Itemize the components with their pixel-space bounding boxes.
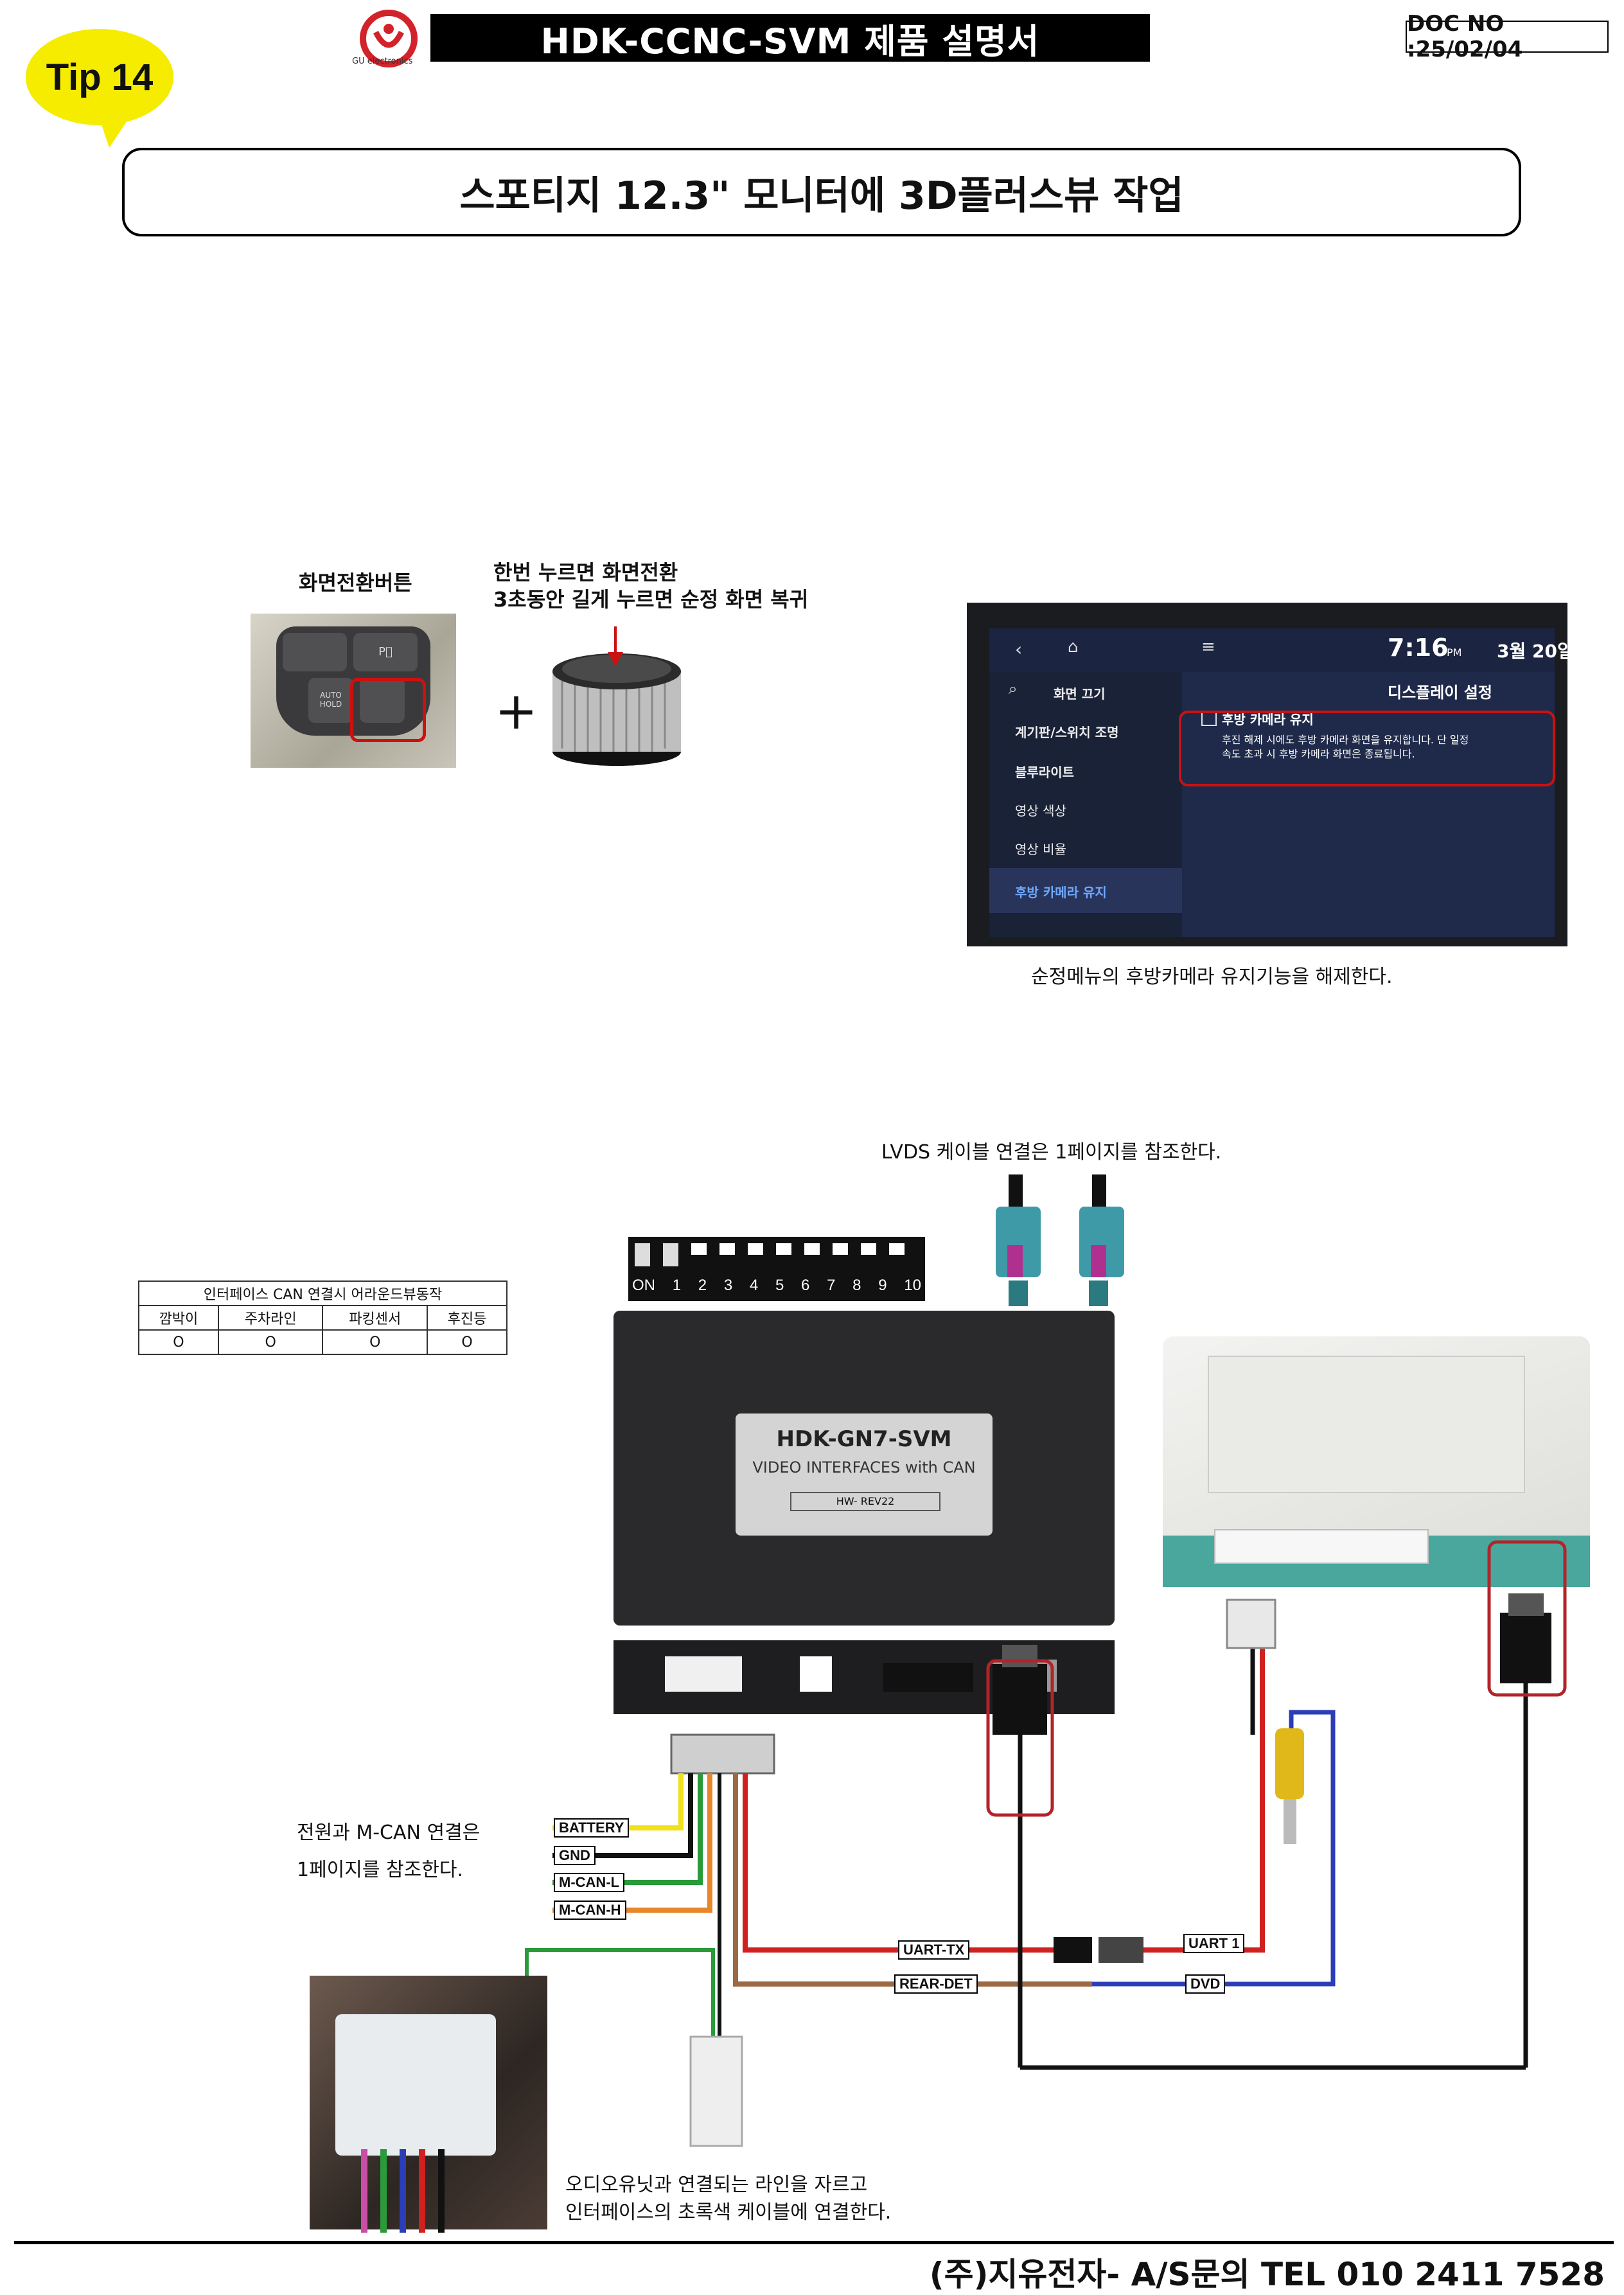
wire-label-uart-tx: UART-TX [898, 1940, 970, 1960]
power-caption-2: 1페이지를 참조한다. [297, 1859, 463, 1881]
wire-label-dvd: DVD [1185, 1974, 1226, 1994]
display-settings-photo: ‹ ⌂ ≡ 7:16 PM 3월 20일 ⌕ 화면 끄기 계기판/스위치 조명 … [967, 603, 1574, 946]
menu-item[interactable]: 영상 색상 [1015, 803, 1066, 819]
control-knob-icon [552, 626, 681, 766]
footer-divider [14, 2241, 1614, 2244]
tip-label: Tip 14 [46, 56, 154, 98]
menu-item-label: 후방 카메라 유지 [1015, 885, 1107, 900]
can-table-cell: O [138, 1329, 219, 1355]
menu-icon: ≡ [1201, 637, 1215, 657]
can-port [883, 1663, 973, 1692]
wire-label-gnd: GND [554, 1846, 596, 1865]
option-highlight-box [1179, 711, 1555, 786]
menu-item[interactable]: 영상 비율 [1015, 842, 1066, 857]
power-caption-1: 전원과 M-CAN 연결은 [297, 1821, 481, 1844]
status-bar: ‹ ⌂ ≡ 7:16 PM 3월 20일 [989, 628, 1574, 672]
audio-caption-2: 인터페이스의 초록색 케이블에 연결한다. [565, 2201, 892, 2224]
panel-title: 디스플레이 설정 [1388, 684, 1492, 702]
back-icon: ‹ [1015, 639, 1023, 660]
parking-key: P⃝ [353, 633, 418, 671]
lvds-caption: LVDS 케이블 연결은 1페이지를 참조한다. [881, 1141, 1222, 1164]
option-title: 후방 카메라 유지 [1222, 712, 1314, 727]
interface-rev: HW- REV22 [790, 1492, 940, 1511]
home-icon: ⌂ [1068, 637, 1079, 657]
can-table-header: 파킹센서 [322, 1305, 428, 1331]
search-icon: ⌕ [1009, 680, 1018, 698]
interface-model: HDK-GN7-SVM [776, 1426, 952, 1452]
svm-module [1163, 1336, 1590, 1587]
switch-label: 화면전환버튼 [299, 571, 412, 595]
switch-highlight-box [350, 678, 426, 742]
wire-label-mcanh: M-CAN-H [554, 1901, 626, 1920]
view-switch-key [360, 678, 405, 723]
can-table-cell: O [322, 1329, 428, 1355]
aux-port [800, 1656, 832, 1692]
tip-badge: Tip 14 [26, 29, 173, 125]
option-desc-1: 후진 해제 시에도 후방 카메라 화면을 유지합니다. 단 일정 [1222, 734, 1469, 746]
audio-connector-body [335, 2014, 496, 2156]
settings-sidebar: ⌕ 화면 끄기 계기판/스위치 조명 블루라이트 영상 색상 영상 비율 후방 … [989, 672, 1182, 937]
logo-text: GU electronics [352, 57, 413, 66]
can-table-cell: O [217, 1329, 324, 1355]
date: 3월 20일 [1497, 641, 1574, 662]
menu-item-selected[interactable]: 후방 카메라 유지 [989, 868, 1182, 913]
plus-sign: + [495, 681, 538, 741]
wire-label-uart1: UART 1 [1183, 1934, 1245, 1953]
knob-caption-1: 한번 누르면 화면전환 [493, 560, 678, 585]
footer-contact: (주)지유전자- A/S문의 TEL 010 2411 7528 [929, 2256, 1605, 2293]
display-caption: 순정메뉴의 후방카메라 유지기능을 해제한다. [1031, 966, 1393, 988]
auto-hold-key: AUTO HOLD [308, 678, 353, 723]
lvds-connector-icon [996, 1174, 1124, 1306]
clock-ampm: PM [1447, 646, 1462, 659]
menu-item[interactable]: 계기판/스위치 조명 [1015, 725, 1119, 740]
can-table-title: 인터페이스 CAN 연결시 어라운드뷰동작 [138, 1280, 508, 1306]
interface-label: HDK-GN7-SVM VIDEO INTERFACES with CAN HW… [736, 1413, 993, 1536]
can-table-cell: O [427, 1329, 508, 1355]
svm-connector [1214, 1529, 1429, 1564]
option-desc-2: 속도 초과 시 후방 카메라 화면은 종료됩니다. [1222, 748, 1415, 760]
audio-connector-photo [310, 1976, 547, 2233]
wire-label-mcanl: M-CAN-L [554, 1873, 625, 1892]
document-title: HDK-CCNC-SVM 제품 설명서 [430, 14, 1150, 62]
wire-label-battery: BATTERY [554, 1818, 630, 1838]
menu-item[interactable]: 블루라이트 [1015, 765, 1074, 780]
can-table-header: 후진등 [427, 1305, 508, 1331]
can-table: 인터페이스 CAN 연결시 어라운드뷰동작 깜박이 주차라인 파킹센서 후진등 … [138, 1280, 508, 1355]
interface-box: HDK-GN7-SVM VIDEO INTERFACES with CAN HW… [613, 1311, 1115, 1626]
can-table-header: 주차라인 [217, 1305, 324, 1331]
wire-label-rear-det: REAR-DET [894, 1974, 978, 1994]
page-headline: 스포티지 12.3" 모니터에 3D플러스뷰 작업 [122, 148, 1521, 236]
company-logo-icon [360, 10, 418, 67]
interface-subtitle: VIDEO INTERFACES with CAN [752, 1458, 976, 1476]
power-port [665, 1656, 742, 1692]
switch-key [283, 633, 347, 671]
audio-caption-1: 오디오유닛과 연결되는 라인을 자르고 [565, 2174, 868, 2196]
can-table-header: 깜박이 [138, 1305, 219, 1331]
dip-switch-row [635, 1243, 917, 1266]
display-screen: ‹ ⌂ ≡ 7:16 PM 3월 20일 ⌕ 화면 끄기 계기판/스위치 조명 … [989, 628, 1574, 937]
screen-off-item[interactable]: 화면 끄기 [1054, 686, 1106, 702]
svm-module-lid [1208, 1356, 1525, 1493]
switch-panel-photo: P⃝ AUTO HOLD [251, 614, 456, 768]
clock: 7:16 [1388, 634, 1449, 662]
knob-caption-2: 3초동안 길게 누르면 순정 화면 복귀 [493, 587, 809, 612]
